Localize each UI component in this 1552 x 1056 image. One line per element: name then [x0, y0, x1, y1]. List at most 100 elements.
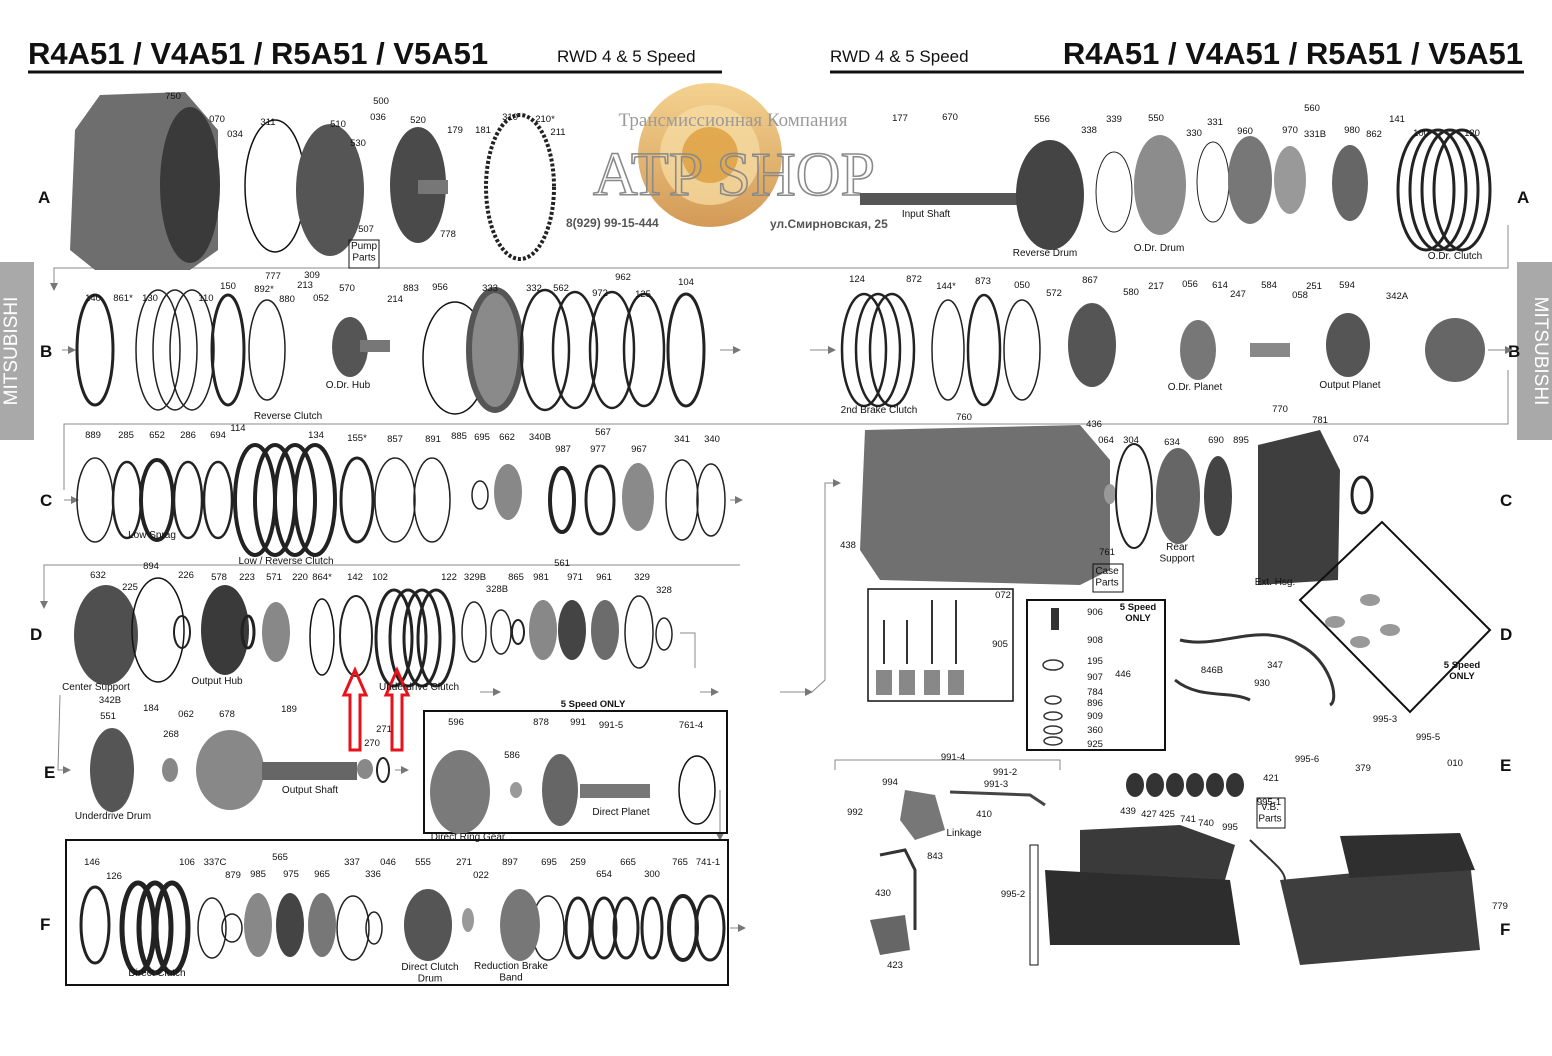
part-number-062: 062 [178, 709, 194, 720]
part-number-439: 439 [1120, 806, 1136, 817]
part-number-122: 122 [441, 572, 457, 583]
part-number-678: 678 [219, 709, 235, 720]
part-number-925: 925 [1087, 739, 1103, 750]
red-arrows [341, 666, 411, 752]
watermark-phone: 8(929) 99-15-444 [566, 216, 659, 230]
part-number-895: 895 [1233, 435, 1249, 446]
part-number-507: 507 [358, 224, 374, 235]
part-number-425: 425 [1159, 809, 1175, 820]
part-number-140: 140 [85, 293, 101, 304]
vb-parts-label: V.B.Parts [1258, 802, 1281, 825]
part-number-142: 142 [347, 572, 363, 583]
part-number-781: 781 [1312, 415, 1328, 426]
part-number-210: 210* [535, 114, 555, 125]
part-number-337: 337 [344, 857, 360, 868]
part-number-430: 430 [875, 888, 891, 899]
part-number-072: 072 [995, 590, 1011, 601]
part-number-510: 510 [330, 119, 346, 130]
part-number-885: 885 [451, 431, 467, 442]
part-number-341: 341 [674, 434, 690, 445]
part-number-690: 690 [1208, 435, 1224, 446]
part-number-104: 104 [678, 277, 694, 288]
part-number-410: 410 [976, 809, 992, 820]
part-number-438: 438 [840, 540, 856, 551]
part-number-551: 551 [100, 711, 116, 722]
part-number-134: 134 [308, 430, 324, 441]
part-number-309: 309 [304, 270, 320, 281]
part-number-961: 961 [596, 572, 612, 583]
part-number-310: 310 [502, 112, 518, 123]
part-number-100: 100 [1413, 128, 1429, 139]
part-number-894: 894 [143, 561, 159, 572]
part-number-220: 220 [292, 572, 308, 583]
part-number-897: 897 [502, 857, 518, 868]
part-number-862: 862 [1366, 129, 1382, 140]
part-number-867: 867 [1082, 275, 1098, 286]
part-number-214: 214 [387, 294, 403, 305]
part-number-074: 074 [1353, 434, 1369, 445]
odr-hub-label: O.Dr. Hub [326, 380, 371, 391]
part-number-994: 994 [882, 777, 898, 788]
part-number-336: 336 [365, 869, 381, 880]
part-number-586: 586 [504, 750, 520, 761]
part-number-578: 578 [211, 572, 227, 583]
odr-clutch-label: O.Dr. Clutch [1428, 251, 1482, 262]
caption-box [348, 239, 380, 269]
part-number-565: 565 [272, 852, 288, 863]
direct-planet-label: Direct Planet [592, 807, 649, 818]
part-number-268: 268 [163, 729, 179, 740]
part-number-891: 891 [425, 434, 441, 445]
part-number-906: 906 [1087, 607, 1103, 618]
part-number-339: 339 [1106, 114, 1122, 125]
output-shaft-label: Output Shaft [282, 785, 338, 796]
part-number-670: 670 [942, 112, 958, 123]
subtitle-right: RWD 4 & 5 Speed [830, 47, 969, 66]
part-number-226: 226 [178, 570, 194, 581]
part-number-962: 962 [615, 272, 631, 283]
part-number-181: 181 [475, 125, 491, 136]
part-number-991-3: 991-3 [984, 779, 1008, 790]
underdrive-clutch-label: Underdrive Clutch [379, 682, 459, 693]
reverse-clutch-label: Reverse Clutch [254, 411, 322, 422]
part-number-556: 556 [1034, 114, 1050, 125]
part-number-421: 421 [1263, 773, 1279, 784]
part-number-064: 064 [1098, 435, 1114, 446]
ext-hsg-label: Ext. Hsg. [1255, 577, 1296, 588]
part-number-331b: 331B [1304, 129, 1326, 140]
five-speed-only-e-label: 5 Speed ONLY [561, 699, 626, 710]
part-number-956: 956 [432, 282, 448, 293]
row-letter-b-right: B [1508, 342, 1520, 361]
part-number-141: 141 [1389, 114, 1405, 125]
part-number-770: 770 [1272, 404, 1288, 415]
part-number-995-3: 995-3 [1373, 714, 1397, 725]
part-number-446: 446 [1115, 669, 1131, 680]
part-number-570: 570 [339, 283, 355, 294]
center-support-label: Center Support [62, 682, 130, 693]
part-number-130: 130 [142, 293, 158, 304]
part-number-311: 311 [260, 117, 275, 128]
part-number-271: 271 [456, 857, 472, 868]
part-number-654: 654 [596, 869, 612, 880]
part-number-285: 285 [118, 430, 134, 441]
part-number-056: 056 [1182, 279, 1198, 290]
row-letter-a-left: A [38, 188, 50, 207]
subtitle-left: RWD 4 & 5 Speed [557, 47, 696, 66]
part-number-560: 560 [1304, 103, 1320, 114]
row-letter-a-right: A [1517, 188, 1529, 207]
part-number-991-4: 991-4 [941, 752, 965, 763]
part-number-247: 247 [1230, 289, 1246, 300]
part-number-965: 965 [314, 869, 330, 880]
part-number-971: 971 [567, 572, 583, 583]
part-number-337c: 337C [204, 857, 227, 868]
part-number-981: 981 [533, 572, 549, 583]
part-number-338: 338 [1081, 125, 1097, 136]
part-number-985: 985 [250, 869, 266, 880]
part-number-991-5: 991-5 [599, 720, 623, 731]
row-letter-d-right: D [1500, 625, 1512, 644]
part-number-879: 879 [225, 870, 241, 881]
part-number-930: 930 [1254, 678, 1270, 689]
part-number-740: 740 [1198, 818, 1214, 829]
